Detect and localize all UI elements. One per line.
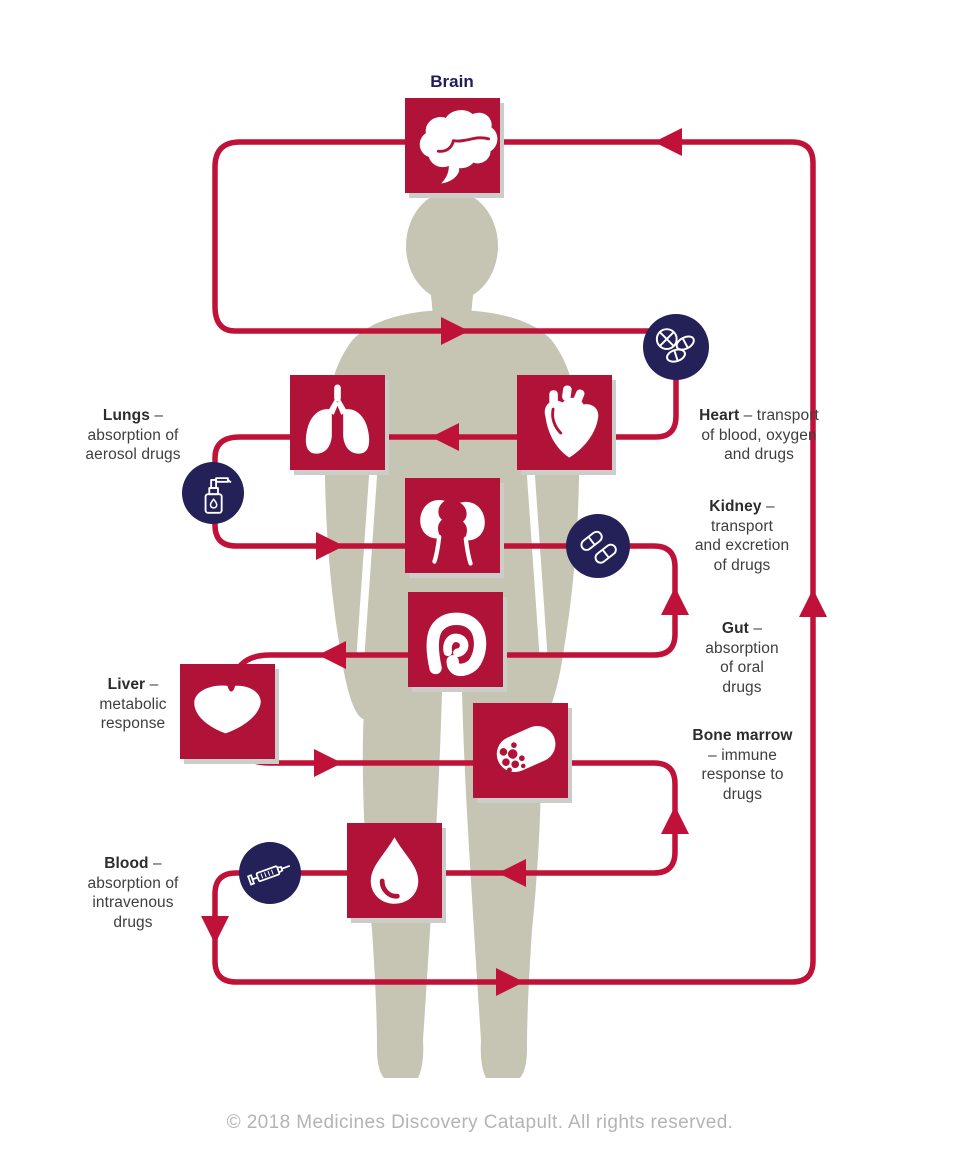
label-line: drugs — [722, 785, 763, 803]
flow-arrow-left — [318, 641, 346, 669]
liver-tile — [180, 664, 275, 759]
lungs-label: Lungs – absorption of aerosol drugs — [58, 406, 208, 465]
syringe-icon — [247, 864, 291, 886]
flow-arrow-left — [498, 859, 526, 887]
label-line: response to — [701, 766, 784, 783]
circulation-path — [212, 139, 816, 985]
heart-label: Heart – transport of blood, oxygen and d… — [680, 406, 838, 465]
label-line: intravenous — [92, 894, 174, 911]
brain-tile — [405, 98, 500, 193]
flow-arrow-down — [201, 916, 229, 944]
brain-label: Brain — [392, 72, 512, 92]
lungs-tile — [290, 375, 385, 470]
label-text: Brain — [430, 72, 474, 91]
label-line: Liver – — [107, 676, 159, 693]
kidneys-icon — [420, 500, 485, 566]
label-line: of oral — [720, 659, 764, 676]
label-line: and drugs — [724, 446, 794, 463]
label-line: of blood, oxygen — [701, 426, 817, 444]
label-line: and excretion — [694, 537, 790, 554]
blood-drop-icon — [370, 837, 419, 904]
blood-tile — [347, 823, 442, 918]
heart-icon — [544, 385, 599, 458]
flow-arrows — [201, 128, 827, 996]
flow-arrow-right — [316, 532, 344, 560]
tablets-badge — [643, 314, 709, 380]
aerosol-badge — [182, 462, 244, 524]
capsules-icon — [580, 530, 617, 564]
bone-marrow-label: Bone marrow – immune response to drugs — [665, 726, 820, 804]
label-line: absorption — [705, 639, 779, 657]
gut-tile — [408, 592, 503, 687]
label-line: transport — [710, 517, 774, 535]
label-line: drugs — [113, 913, 153, 931]
flow-arrow-up — [661, 806, 689, 834]
liver-label: Liver – metabolic response — [63, 675, 203, 734]
liver-icon — [194, 685, 261, 734]
spray-bottle-icon — [204, 477, 232, 514]
kidney-label: Kidney – transport and excretion of drug… — [672, 497, 812, 575]
label-line: Kidney – — [709, 498, 775, 515]
gut-label: Gut – absorption of oral drugs — [672, 619, 812, 697]
label-line: Bone marrow — [692, 727, 793, 744]
label-line: – immune — [708, 746, 777, 764]
label-line: drugs — [722, 678, 762, 696]
label-line: Gut – — [721, 620, 763, 637]
flow-arrow-left — [431, 423, 459, 451]
flow-arrow-up — [661, 587, 689, 615]
blood-label: Blood – absorption of intravenous drugs — [58, 854, 208, 932]
label-line: response — [100, 715, 166, 732]
bone-marrow-tile — [473, 703, 568, 798]
label-line: aerosol drugs — [85, 446, 181, 463]
kidney-tile — [405, 478, 500, 573]
label-line: Heart – transport — [699, 407, 819, 424]
brain-icon — [419, 110, 498, 184]
label-line: absorption of — [87, 426, 179, 444]
label-line: absorption of — [87, 874, 179, 892]
bone-cross-section-icon — [496, 725, 556, 773]
flow-arrow-right — [314, 749, 342, 777]
tablets-icon — [655, 328, 695, 363]
label-line: Blood – — [104, 855, 162, 872]
flow-arrow-right — [496, 968, 524, 996]
intestine-icon — [426, 612, 487, 677]
flow-arrow-left — [654, 128, 682, 156]
label-line: Lungs – — [102, 407, 164, 424]
syringe-badge — [239, 842, 301, 904]
label-line: of drugs — [713, 556, 771, 574]
lungs-icon — [305, 384, 370, 454]
label-line: metabolic — [99, 695, 167, 713]
flow-arrow-right — [441, 317, 469, 345]
capsules-badge — [566, 514, 630, 578]
flow-arrow-up — [799, 589, 827, 617]
heart-tile — [517, 375, 612, 470]
copyright-text: © 2018 Medicines Discovery Catapult. All… — [226, 1112, 734, 1133]
